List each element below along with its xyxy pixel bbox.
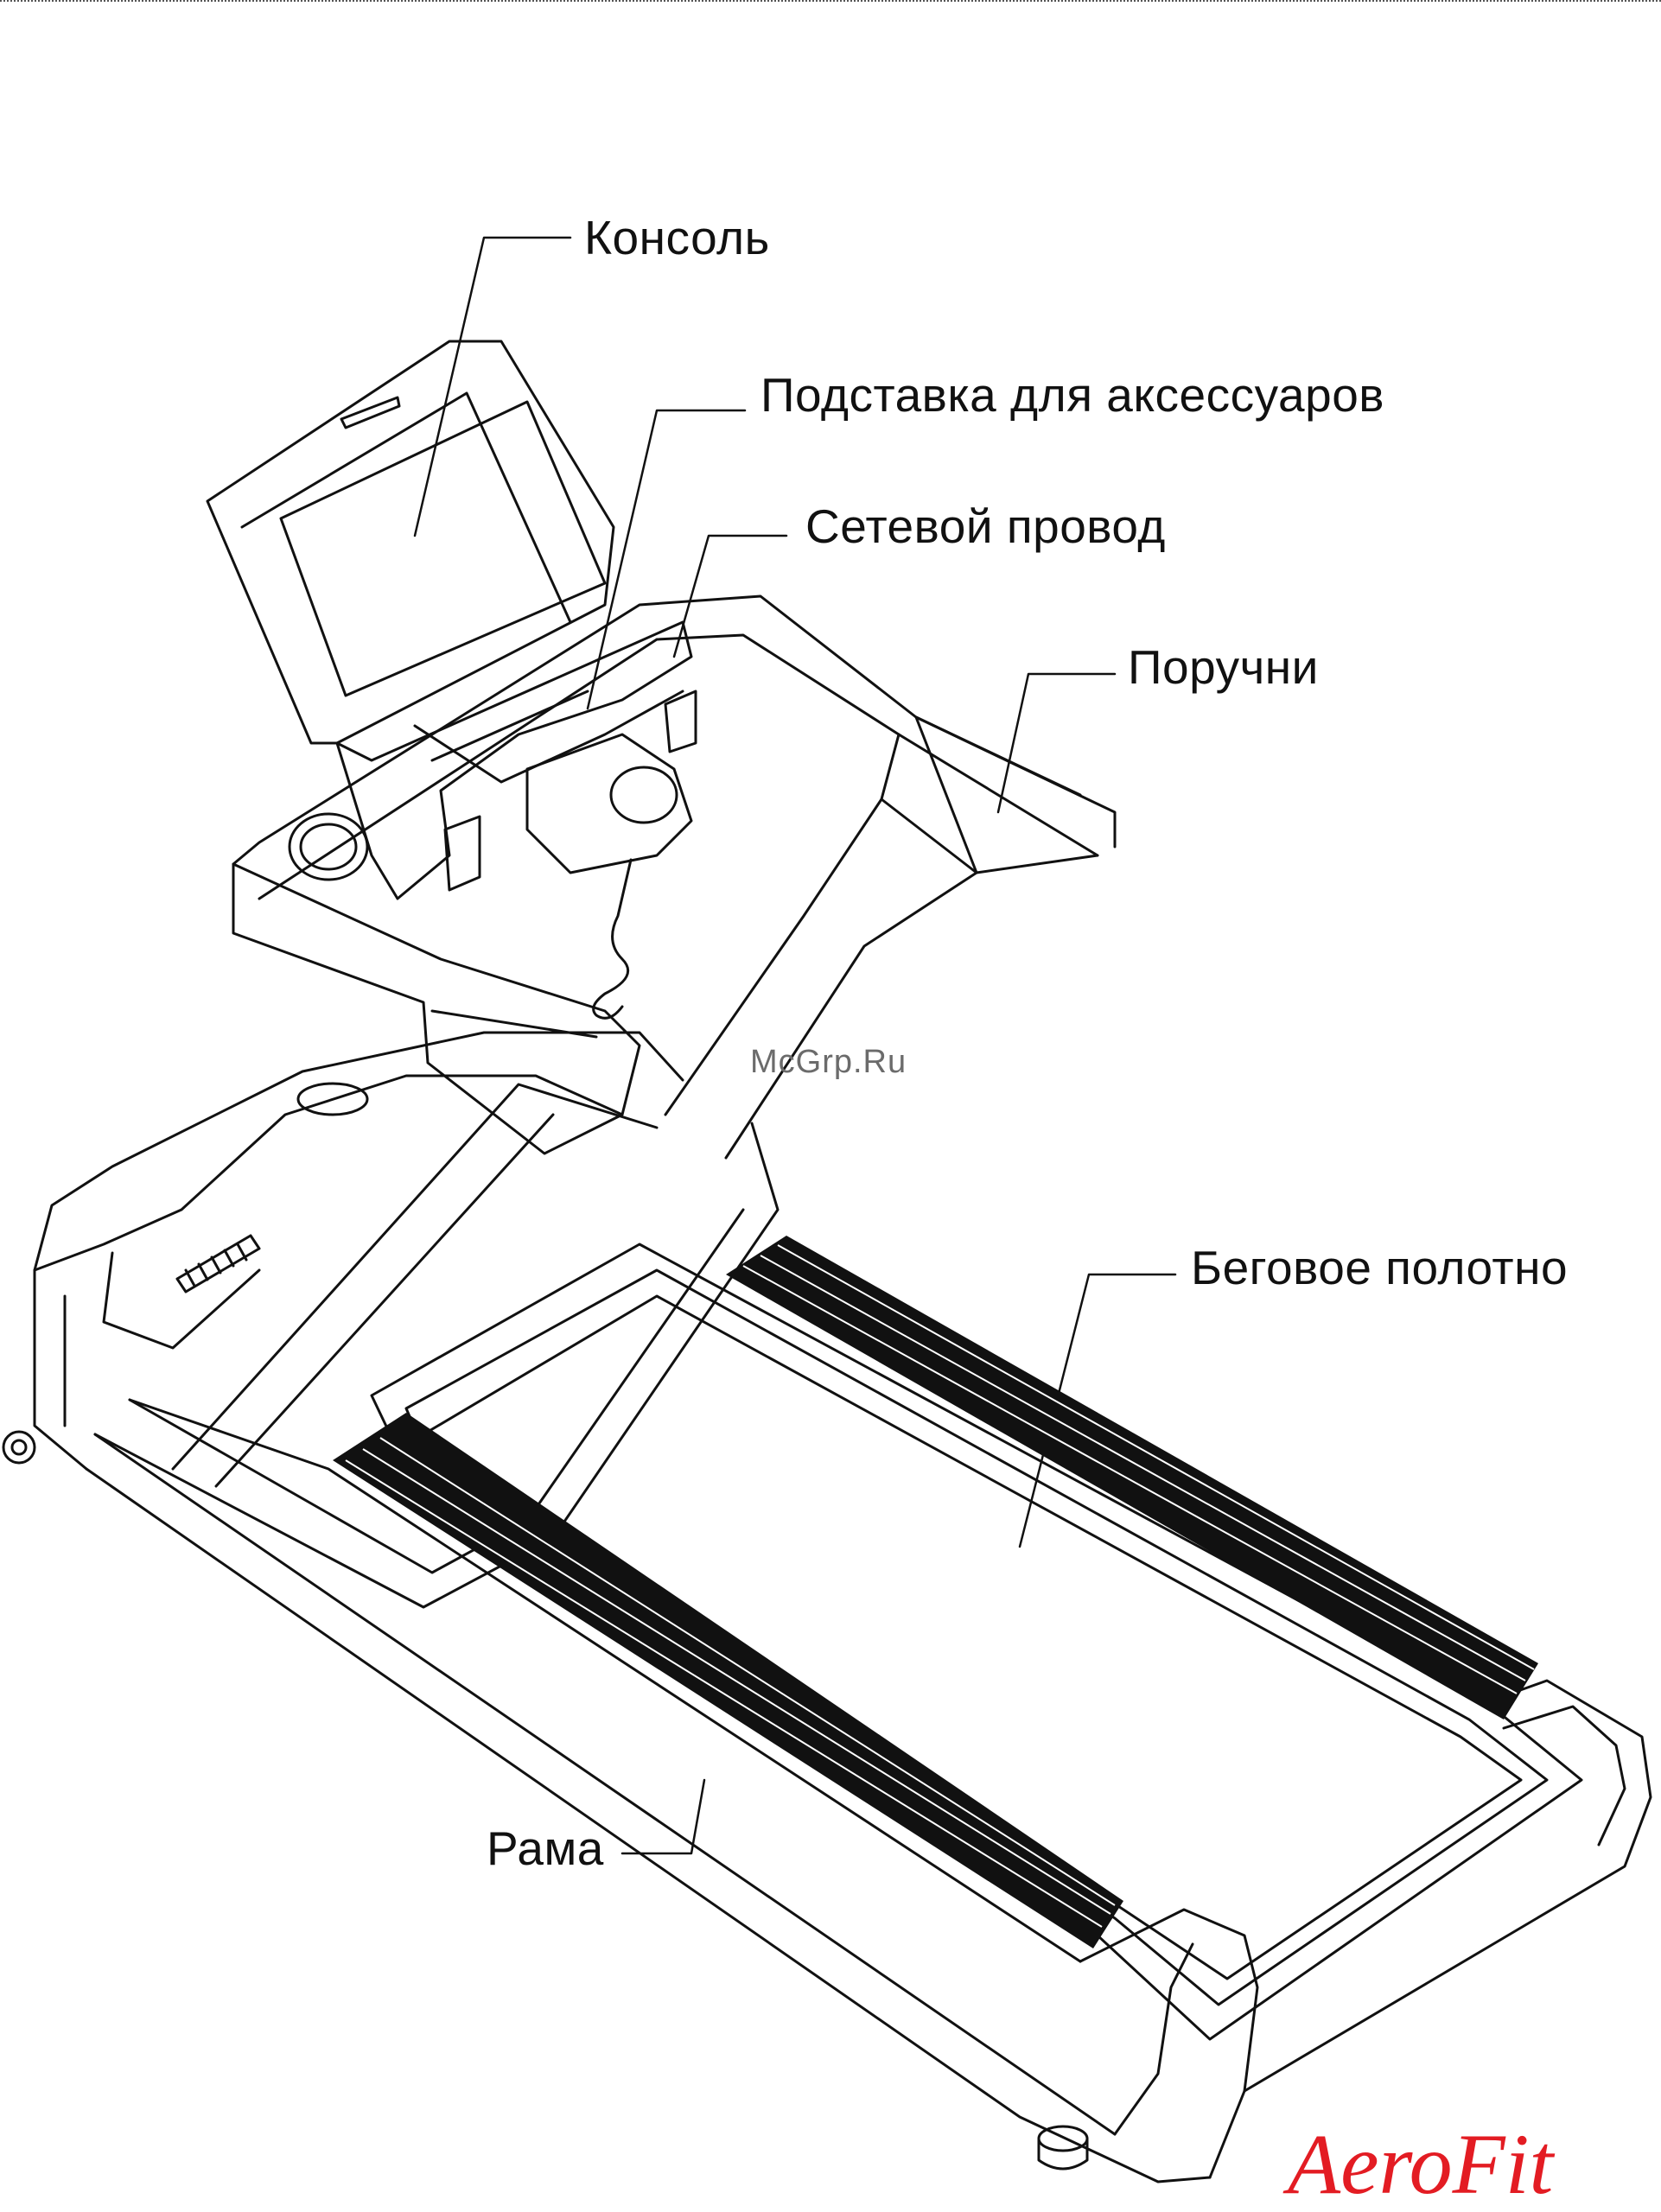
label-console: Консоль (584, 214, 770, 262)
label-power-cord: Сетевой провод (805, 503, 1166, 550)
power-cord (594, 860, 631, 1018)
label-accessory-tray: Подставка для аксессуаров (760, 372, 1384, 419)
front-handrail-cross (95, 1084, 778, 1607)
watermark: McGrp.Ru (750, 1044, 907, 1081)
side-handrails (233, 596, 1115, 1158)
label-running-belt: Беговое полотно (1191, 1244, 1568, 1292)
label-frame: Рама (487, 1825, 604, 1872)
brand-logo: AeroFit (1288, 2121, 1553, 2208)
console-body (207, 341, 696, 899)
motor-hood (35, 1076, 622, 1348)
label-handrails: Поручни (1128, 644, 1319, 691)
